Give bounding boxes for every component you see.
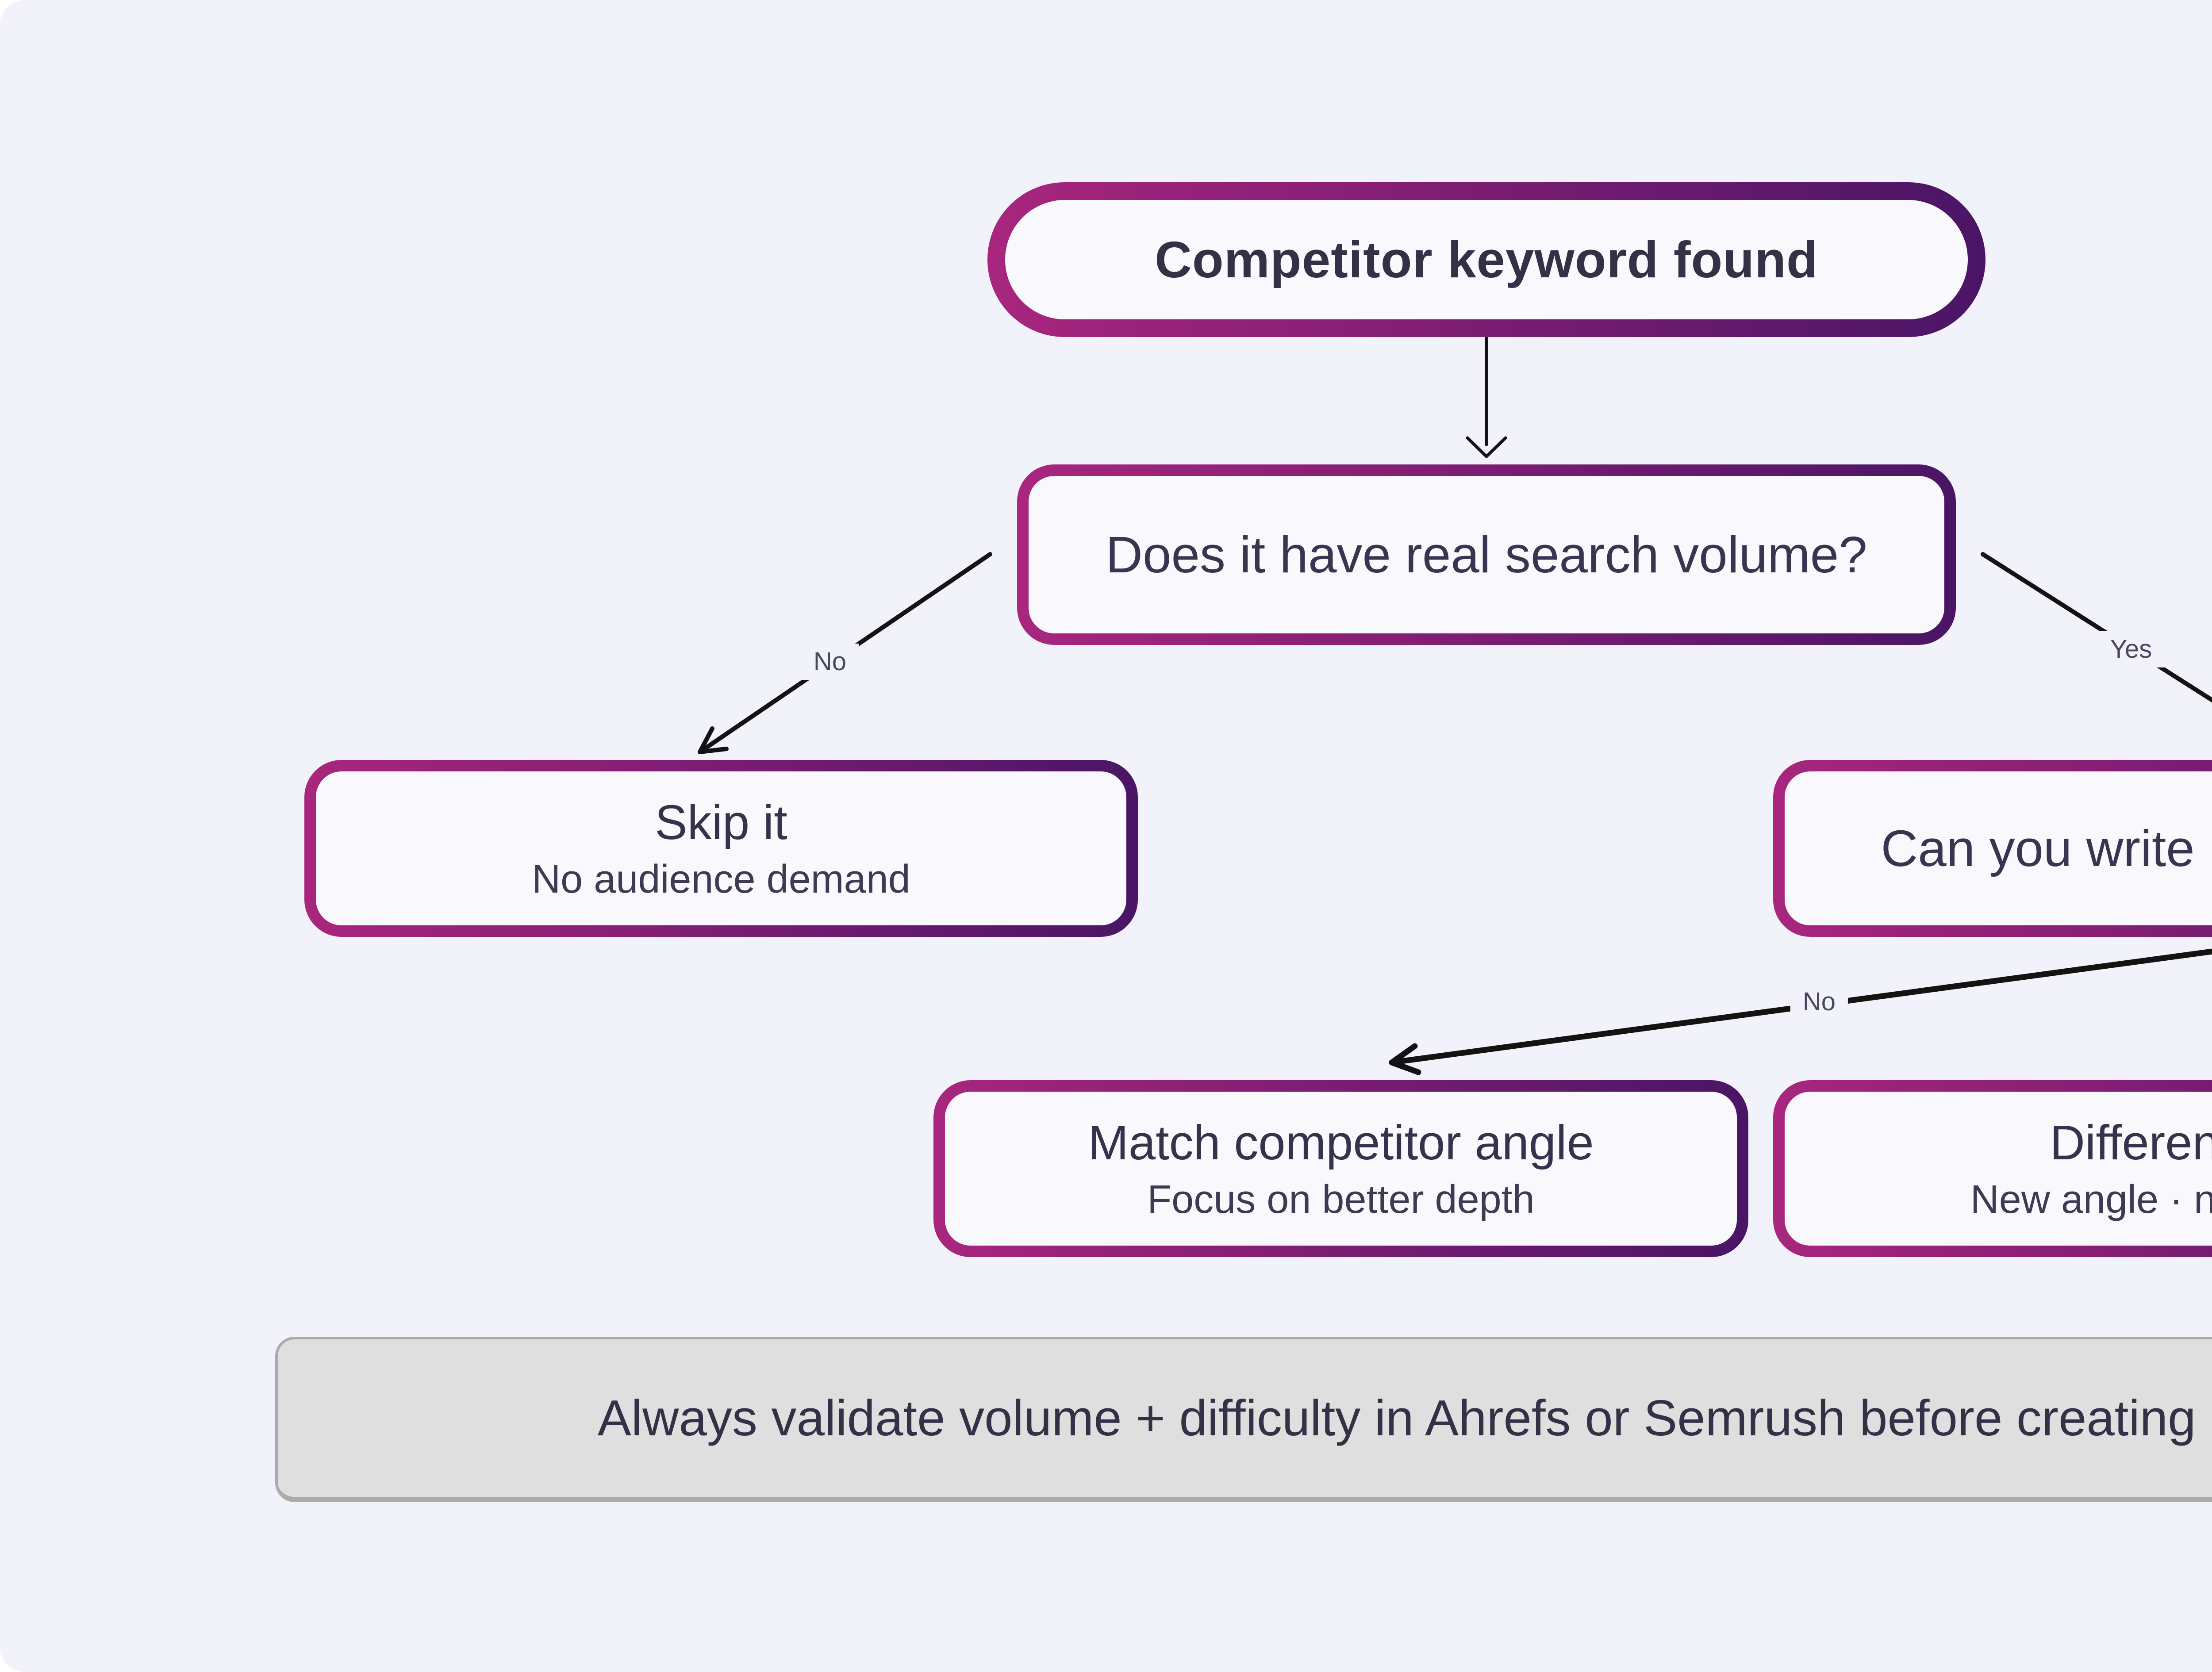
node-differentiate-body: Differentiate New angle · new format — [1785, 1092, 2212, 1246]
node-skip-it-body: Skip it No audience demand — [316, 771, 1126, 925]
node-title: Skip it — [655, 795, 787, 850]
node-match-competitor-angle-body: Match competitor angle Focus on better d… — [945, 1092, 1737, 1246]
edge-label-volume-no: No — [801, 644, 859, 680]
node-subtitle: Focus on better depth — [1147, 1177, 1535, 1222]
node-differentiate: Differentiate New angle · new format — [1773, 1080, 2212, 1257]
node-search-volume-question-body: Does it have real search volume? — [1029, 476, 1944, 633]
node-write-differently-question: Can you write it differently? — [1773, 760, 2212, 937]
node-subtitle: New angle · new format — [1970, 1177, 2212, 1222]
node-write-differently-question-body: Can you write it differently? — [1785, 771, 2212, 925]
node-title: Competitor keyword found — [1155, 231, 1818, 288]
node-competitor-keyword-found-body: Competitor keyword found — [1005, 200, 1968, 319]
validation-note-text: Always validate volume + difficulty in A… — [597, 1390, 2212, 1446]
node-subtitle: No audience demand — [532, 857, 910, 901]
edge-label-rewrite-no: No — [1790, 984, 1848, 1020]
node-competitor-keyword-found: Competitor keyword found — [987, 182, 1985, 337]
edge-label-volume-yes: Yes — [2097, 631, 2165, 667]
node-title: Does it have real search volume? — [1106, 526, 1867, 583]
node-match-competitor-angle: Match competitor angle Focus on better d… — [933, 1080, 1748, 1257]
node-title: Match competitor angle — [1088, 1116, 1594, 1170]
node-title: Differentiate — [2050, 1116, 2212, 1170]
edge-root-to-volume — [1466, 335, 1507, 458]
node-skip-it: Skip it No audience demand — [304, 760, 1138, 937]
node-search-volume-question: Does it have real search volume? — [1017, 464, 1956, 645]
node-title: Can you write it differently? — [1881, 820, 2212, 877]
validation-note: Always validate volume + difficulty in A… — [275, 1337, 2212, 1502]
